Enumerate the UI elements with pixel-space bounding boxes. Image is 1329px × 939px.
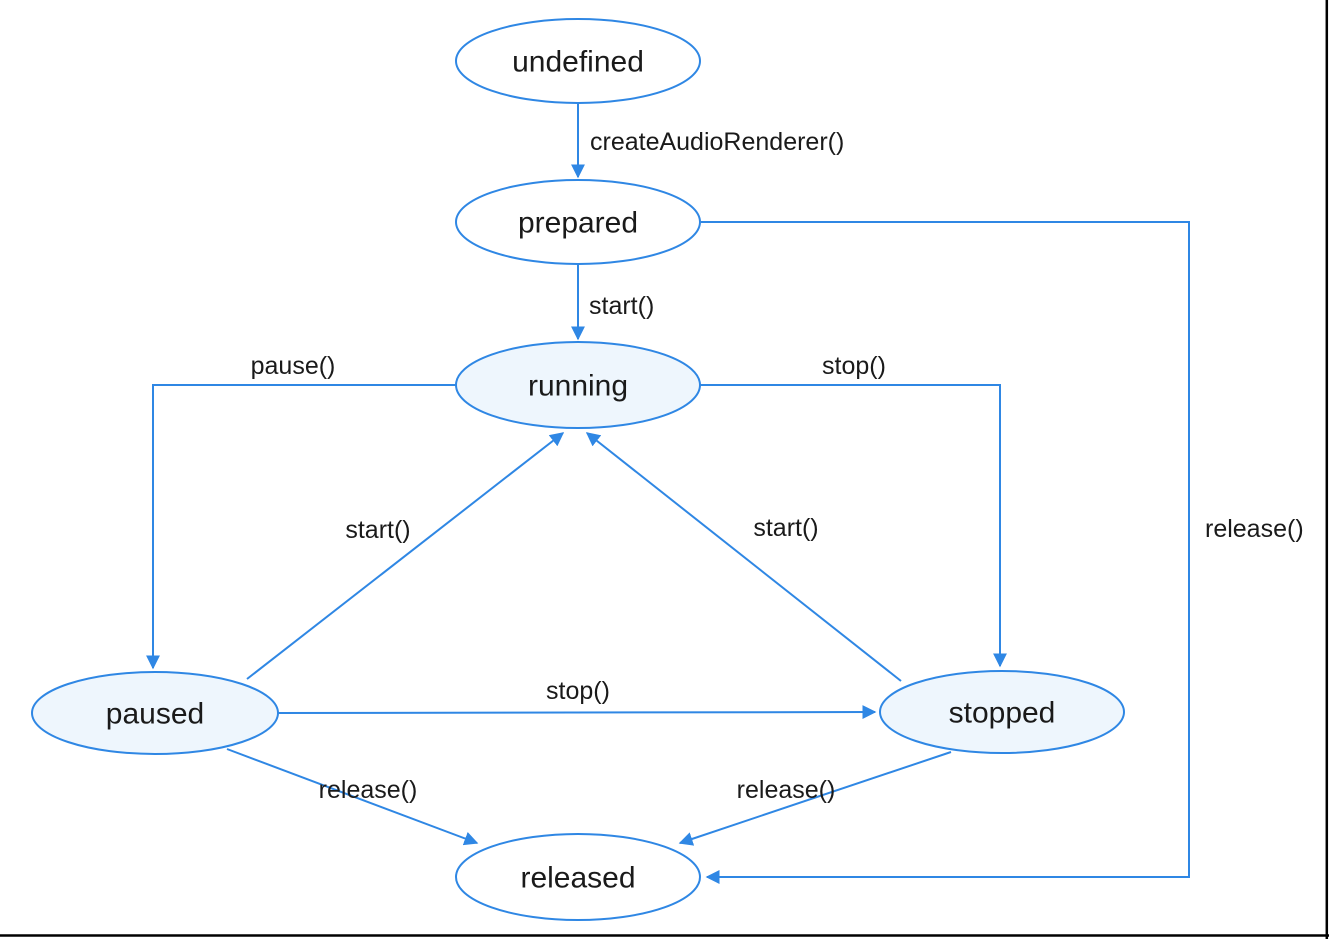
node-label-prepared: prepared (518, 207, 638, 240)
node-stopped (879, 670, 1125, 754)
edge-label-start-prepared-running: start() (589, 292, 654, 320)
edge-label-release-prepared-released: release() (1205, 515, 1304, 543)
edge-label-stop-paused-stopped: stop() (546, 677, 610, 705)
edge-prepared-to-released (701, 221, 1190, 884)
node-paused (31, 671, 279, 755)
edge-label-pause: pause() (251, 352, 336, 380)
node-released (455, 833, 701, 921)
node-label-paused: paused (106, 698, 204, 731)
node-label-undefined: undefined (512, 46, 644, 79)
node-prepared (455, 179, 701, 265)
edge-label-release-paused-released: release() (319, 776, 418, 804)
node-undefined (455, 18, 701, 104)
edge-labels-group: createAudioRenderer() start() pause() st… (251, 128, 1304, 804)
edge-label-create-audio-renderer: createAudioRenderer() (590, 128, 844, 156)
edge-paused-to-released (226, 748, 479, 846)
edge-running-to-stopped (700, 384, 1007, 668)
node-label-running: running (528, 370, 628, 403)
edge-paused-to-running (246, 432, 565, 680)
edge-stopped-to-running (585, 432, 902, 682)
edge-running-to-paused (146, 384, 456, 670)
edge-stopped-to-released (678, 751, 952, 846)
node-label-stopped: stopped (949, 697, 1056, 730)
edge-label-release-stopped-released: release() (737, 776, 836, 804)
edge-label-stop-running-stopped: stop() (822, 352, 886, 380)
edge-paused-to-stopped (277, 705, 877, 720)
edge-label-start-paused-running: start() (345, 516, 410, 544)
edge-label-start-stopped-running: start() (753, 514, 818, 542)
edges-group (146, 103, 1190, 884)
node-label-released: released (520, 862, 635, 895)
nodes-group: undefined prepared running paused stoppe… (31, 18, 1125, 921)
node-running (455, 341, 701, 429)
